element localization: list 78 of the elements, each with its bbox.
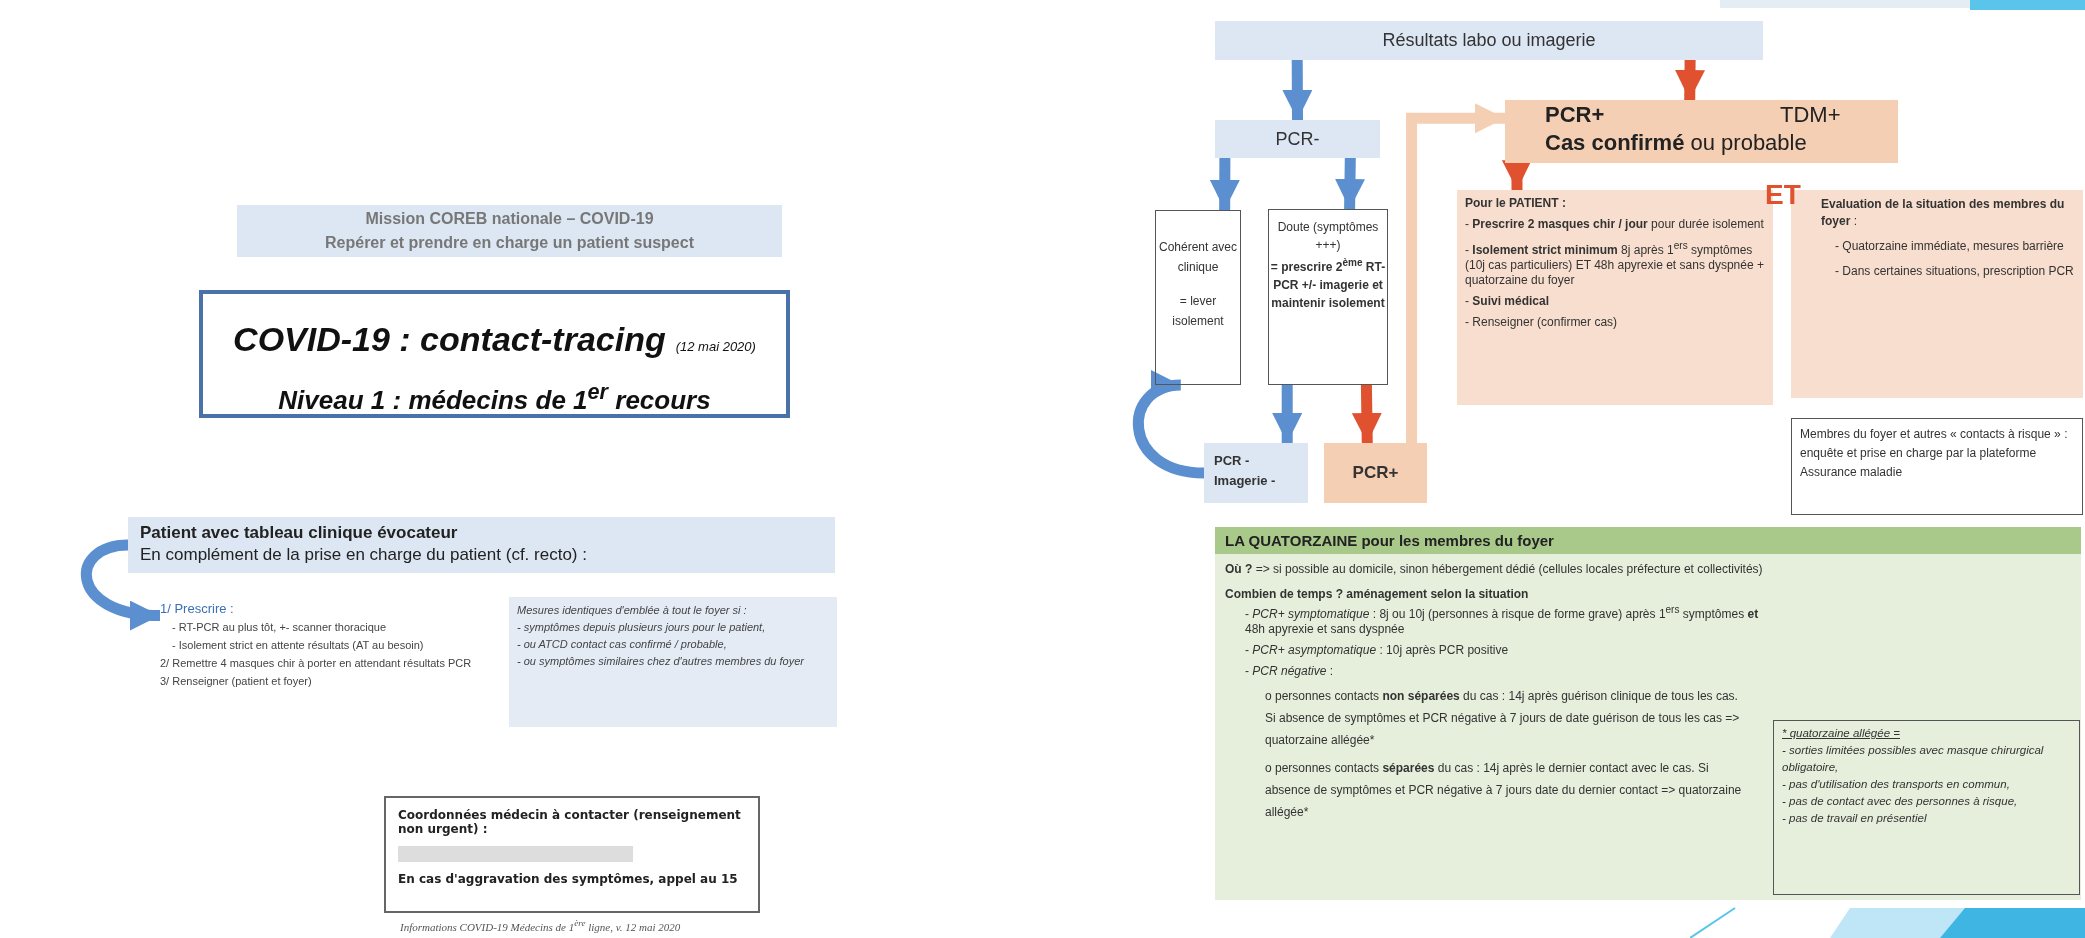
note-text: - pas de travail en présentiel	[1782, 811, 1928, 826]
box-text: PCR+	[1351, 462, 1400, 484]
box-text: Résultats labo ou imagerie	[1381, 29, 1597, 52]
box-text: - Prescrire 2 masques chir / jour pour durée isolement	[1465, 217, 1765, 232]
node-caption: ET	[1765, 186, 1801, 203]
box-text: PCR -	[1214, 452, 1251, 470]
process-box	[1215, 21, 1763, 60]
box-text: - Renseigner (confirmer cas)	[1465, 315, 1619, 330]
panel-text: En complément de la prise en charge du patient (cf. recto) :	[140, 544, 588, 566]
title-text: COVID-19 : contact-tracing	[233, 320, 666, 358]
arrow	[1209, 158, 1240, 210]
list-item: - RT-PCR au plus tôt, +- scanner thoracique	[171, 620, 388, 635]
panel-text: - ou ATCD contact cas confirmé / probable,	[517, 637, 728, 652]
result-box	[1324, 443, 1427, 503]
box-text: Evaluation de la situation des membres du foyer :	[1821, 196, 2066, 230]
panel-text: Combien de temps ? aménagement selon la situation	[1224, 587, 1530, 602]
contact-text: Coordonnées médecin à contacter (renseignement non urgent) :	[398, 808, 742, 836]
panel-text: Où ? => si possible au domicile, sinon hébergement dédié (cellules locales préfecture et collectivités)	[1224, 562, 1764, 577]
info-panel	[509, 597, 837, 727]
arrow	[1675, 59, 1705, 101]
box-text: - Quatorzaine immédiate, mesures barrière	[1834, 238, 2065, 255]
panel-text: o personnes contacts séparées du cas : 14j après le dernier contact avec le cas. Si absence de symptômes et PCR négative à 7 jours date du dernier contact => quatorzaine allégée*	[1264, 760, 1743, 821]
list-item: 2/ Remettre 4 masques chir à porter en attendant résultats PCR	[160, 656, 473, 671]
box-text: Imagerie -	[1214, 472, 1277, 490]
panel-text: - PCR négative :	[1244, 664, 1335, 679]
panel-text: - PCR+ asymptomatique : 10j après PCR positive	[1244, 643, 1510, 658]
contact-box	[384, 796, 760, 913]
list-item: 3/ Renseigner (patient et foyer)	[160, 674, 313, 689]
arrow	[1272, 385, 1303, 443]
process-box	[1204, 443, 1308, 503]
box-text: - Dans certaines situations, prescription PCR	[1834, 263, 2075, 280]
box-text: Pour le PATIENT :	[1465, 196, 1567, 211]
list-item: - Isolement strict en attente résultats (AT au besoin)	[171, 638, 425, 653]
box-text: Membres du foyer et autres « contacts à risque » : enquête et prise en charge par la plateforme Assurance maladie	[1800, 426, 2069, 481]
panel-text: - PCR+ symptomatique : 8j ou 10j (personnes à risque de forme grave) après 1$^{ers}$ symptômes et 48h apyrexie et sans dyspnée	[1244, 603, 1760, 637]
list-item: 1/ Prescrire :	[160, 600, 235, 618]
panel-text: o personnes contacts non séparées du cas : 14j après guérison clinique de tous les cas. Si absence de symptômes et PCR négative à 7 jours de date guérison de tous les cas => quatorzaine allégée*	[1264, 688, 1741, 749]
note-box	[1773, 720, 2080, 895]
box-text: = prescrire 2$^{ème}$ RT-PCR +/- imagerie et maintenir isolement	[1269, 256, 1387, 312]
title-box	[199, 290, 790, 418]
box-text: PCR-	[1274, 128, 1321, 151]
box-text: PCR+	[1545, 102, 1605, 128]
note-box	[1791, 418, 2083, 515]
note-text: - pas d'utilisation des transports en commun,	[1782, 777, 2011, 792]
box-text: Doute (symptômes +++)	[1276, 219, 1380, 254]
box-text: - Suivi médical	[1465, 294, 1551, 309]
panel-text: Patient avec tableau clinique évocateur	[140, 522, 459, 544]
result-box	[1505, 100, 1898, 163]
panel-text: LA QUATORZAINE pour les membres du foyer	[1215, 527, 2081, 554]
note-text: - pas de contact avec des personnes à risque,	[1782, 794, 2019, 809]
box-text: TDM+	[1780, 102, 1841, 128]
process-box	[1268, 209, 1388, 385]
box-text: Cohérent avec clinique	[1157, 239, 1238, 276]
arrow	[1133, 373, 1205, 479]
header-text: Repérer et prendre en charge un patient suspect	[324, 233, 695, 253]
arrow	[1406, 103, 1505, 443]
arrow	[1282, 60, 1313, 120]
process-box	[1155, 210, 1241, 385]
header-band	[237, 205, 782, 257]
title-text: Niveau 1 : médecins de 1$^{er}$ recours	[277, 379, 712, 416]
arrow	[1335, 157, 1365, 210]
title-text: (12 mai 2020)	[675, 339, 756, 354]
info-panel	[128, 517, 835, 573]
contact-text: En cas d'aggravation des symptômes, appel au 15	[398, 872, 739, 886]
panel-text: - symptômes depuis plusieurs jours pour le patient,	[517, 620, 767, 635]
arrow	[1351, 384, 1382, 444]
note-text: * quatorzaine allégée =	[1782, 726, 1901, 741]
box-text: Cas confirmé ou probable	[1545, 130, 1807, 156]
process-box	[1215, 120, 1380, 158]
info-panel	[1215, 527, 2081, 900]
arrow	[81, 539, 161, 629]
box-text: - Isolement strict minimum 8j après 1$^{ers}$ symptômes (10j cas particuliers) ET 48h apyrexie et sans dyspnée + quatorzaine du foyer	[1465, 239, 1765, 288]
box-text: = lever isolement	[1171, 293, 1225, 330]
header-text: Mission COREB nationale – COVID-19	[364, 209, 655, 229]
panel-text: Mesures identiques d'emblée à tout le foyer si :	[517, 603, 748, 618]
panel-text: - ou symptômes similaires chez d'autres membres du foyer	[517, 654, 805, 669]
note-text: - sorties limitées possibles avec masque chirurgical obligatoire,	[1782, 743, 2045, 775]
arrow	[1501, 159, 1532, 191]
